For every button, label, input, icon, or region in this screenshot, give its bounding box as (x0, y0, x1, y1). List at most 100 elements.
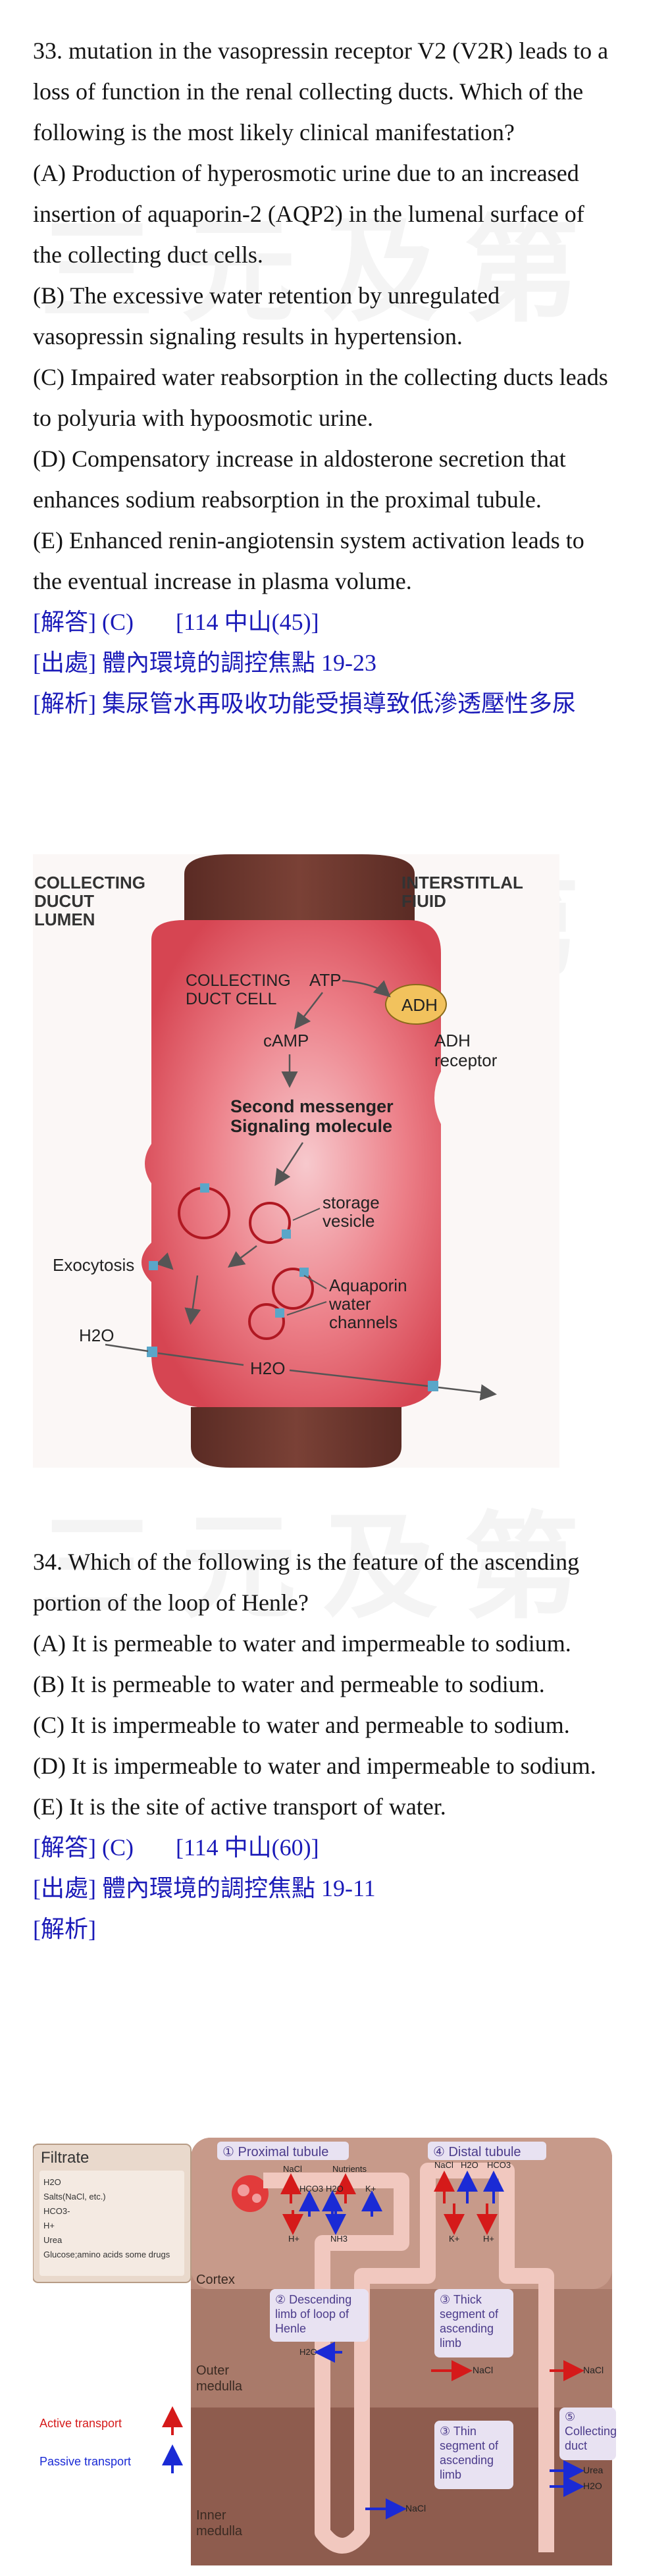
lumen-label: LUMEN (34, 910, 95, 929)
cortex-label: Cortex (196, 2273, 235, 2287)
second-messenger-label: Signaling molecule (230, 1116, 392, 1136)
storage-vesicle-label: vesicle (322, 1211, 374, 1231)
nacl-label: NaCl (473, 2365, 493, 2375)
answer: [解答] (C) (33, 1834, 134, 1861)
k-label: K+ (449, 2234, 459, 2244)
thin-ascending-label: ③ Thin (440, 2425, 477, 2438)
option-c: (C) It is impermeable to water and perme… (33, 1712, 570, 1738)
h2o-label: H2O (299, 2347, 317, 2357)
hco3-label: HCO3 (487, 2160, 511, 2170)
h-label: H+ (483, 2234, 494, 2244)
nacl-label: NaCl (283, 2164, 302, 2174)
interstitial-label: INTERSTITLAL (401, 873, 523, 892)
h2o-label: H2O (583, 2481, 602, 2491)
aquaporin-icon (428, 1381, 438, 1391)
storage-vesicle (272, 1268, 314, 1310)
hco3-label: HCO3 (299, 2184, 323, 2194)
option-e: (E) It is the site of active transport o… (33, 1793, 446, 1820)
option-a: (A) It is permeable to water and imperme… (33, 1630, 571, 1657)
h2o-label: H2O (79, 1326, 114, 1345)
inner-medulla-label: Inner (196, 2508, 226, 2523)
camp-label: cAMP (263, 1031, 309, 1050)
thin-ascending-label: segment of (440, 2439, 499, 2452)
outer-medulla-label: medulla (196, 2379, 243, 2394)
collecting-duct-label: ⑤ (565, 2410, 575, 2423)
adh-hormone (385, 984, 447, 1025)
question-34: 34. Which of the following is the featur… (33, 1541, 612, 1949)
source-reference: [114 中山(60)] (175, 1834, 319, 1861)
nacl-label: NaCl (583, 2365, 604, 2375)
thin-ascending-label: limb (440, 2468, 461, 2481)
glomerulus (232, 2175, 269, 2212)
thick-ascending-label: segment of (440, 2307, 499, 2321)
urea-label: Urea (583, 2465, 604, 2475)
exocytosis-label: Exocytosis (53, 1255, 134, 1275)
nacl-label: NaCl (434, 2160, 453, 2170)
descending-limb-label: ② Descending (275, 2293, 351, 2306)
interstitial-label: FIUID (401, 891, 446, 911)
analysis: [解析] (33, 1916, 96, 1942)
aquaporin-icon (149, 1261, 158, 1270)
option-b: (B) It is permeable to water and permeab… (33, 1671, 545, 1697)
collecting-duct-label: duct (565, 2439, 587, 2452)
h2o-label: H2O (326, 2184, 344, 2194)
filtrate-item: Salts(NaCl, etc.) (43, 2192, 106, 2202)
option-a: (A) Production of hyperosmotic urine due… (33, 160, 584, 268)
adh-label: ADH (401, 995, 438, 1015)
k-label: K+ (365, 2184, 376, 2194)
answer-line: [解答] (C) [114 中山(60)] (33, 1827, 612, 1868)
descending-limb-label: limb of loop of (275, 2307, 349, 2321)
source-reference: [114 中山(45)] (175, 609, 319, 635)
distal-tubule-label: ④ Distal tubule (433, 2145, 521, 2159)
storage-vesicle (249, 1202, 291, 1244)
origin: [出處] 體內環境的調控焦點 19-23 (33, 650, 376, 676)
thin-ascending-label: ascending (440, 2454, 494, 2467)
storage-vesicle-label: storage (322, 1193, 380, 1212)
adh-receptor-label: receptor (434, 1050, 498, 1070)
aquaporin-icon (275, 1308, 284, 1318)
aquaporin-label: Aquaporin (329, 1275, 407, 1295)
analysis: [解析] 集尿管水再吸收功能受損導致低滲透壓性多尿 (33, 690, 576, 717)
option-d: (D) It is impermeable to water and imper… (33, 1753, 596, 1779)
lumen-label: DUCUT (34, 891, 94, 911)
aquaporin-icon (282, 1229, 291, 1239)
aquaporin-icon (200, 1183, 209, 1193)
filtrate-item: H+ (43, 2221, 55, 2230)
nh3-label: NH3 (330, 2234, 348, 2244)
h-label: H+ (288, 2234, 299, 2244)
h2o-label: H2O (461, 2160, 478, 2170)
filtrate-title: Filtrate (41, 2149, 89, 2167)
inner-medulla-label: medulla (196, 2524, 243, 2538)
answer-line: [解答] (C)[114 中山(45)] (33, 602, 612, 642)
origin: [出處] 體內環境的調控焦點 19-11 (33, 1875, 376, 1901)
nephron-figure: Filtrate H2O Salts(NaCl, etc.) HCO3- H+ … (32, 2131, 619, 2572)
passive-transport-legend: Passive transport (39, 2455, 131, 2468)
collecting-duct-label: Collecting (565, 2425, 617, 2438)
aquaporin-label: channels (329, 1312, 398, 1332)
option-e: (E) Enhanced renin-angiotensin system ac… (33, 527, 584, 594)
adh-receptor-label: ADH (434, 1031, 471, 1050)
atp-label: ATP (309, 970, 342, 990)
thick-ascending-label: limb (440, 2336, 461, 2350)
collecting-duct-figure: COLLECTING DUCUT LUMEN INTERSTITLAL FIUI… (33, 854, 559, 1468)
aquaporin-label: water (328, 1294, 371, 1314)
aquaporin-icon (147, 1347, 157, 1357)
option-b: (B) The excessive water retention by unr… (33, 282, 500, 349)
question-stem: 34. Which of the following is the featur… (33, 1549, 580, 1616)
thick-ascending-label: ascending (440, 2322, 494, 2335)
question-33: 33. mutation in the vasopressin receptor… (33, 30, 612, 724)
nutrients-label: Nutrients (332, 2164, 367, 2174)
aquaporin-icon (299, 1268, 309, 1277)
filtrate-item: HCO3- (43, 2206, 70, 2216)
question-stem: 33. mutation in the vasopressin receptor… (33, 38, 609, 145)
filtrate-item: Urea (43, 2235, 63, 2245)
outer-medulla-label: Outer (196, 2363, 229, 2378)
option-d: (D) Compensatory increase in aldosterone… (33, 446, 566, 513)
proximal-tubule-label: ① Proximal tubule (222, 2145, 328, 2159)
h2o-label: H2O (250, 1358, 285, 1378)
thick-ascending-label: ③ Thick (440, 2293, 482, 2306)
option-c: (C) Impaired water reabsorption in the c… (33, 364, 608, 431)
nacl-label: NaCl (405, 2503, 426, 2513)
active-transport-legend: Active transport (39, 2417, 122, 2430)
cell-label: COLLECTING (186, 971, 291, 990)
